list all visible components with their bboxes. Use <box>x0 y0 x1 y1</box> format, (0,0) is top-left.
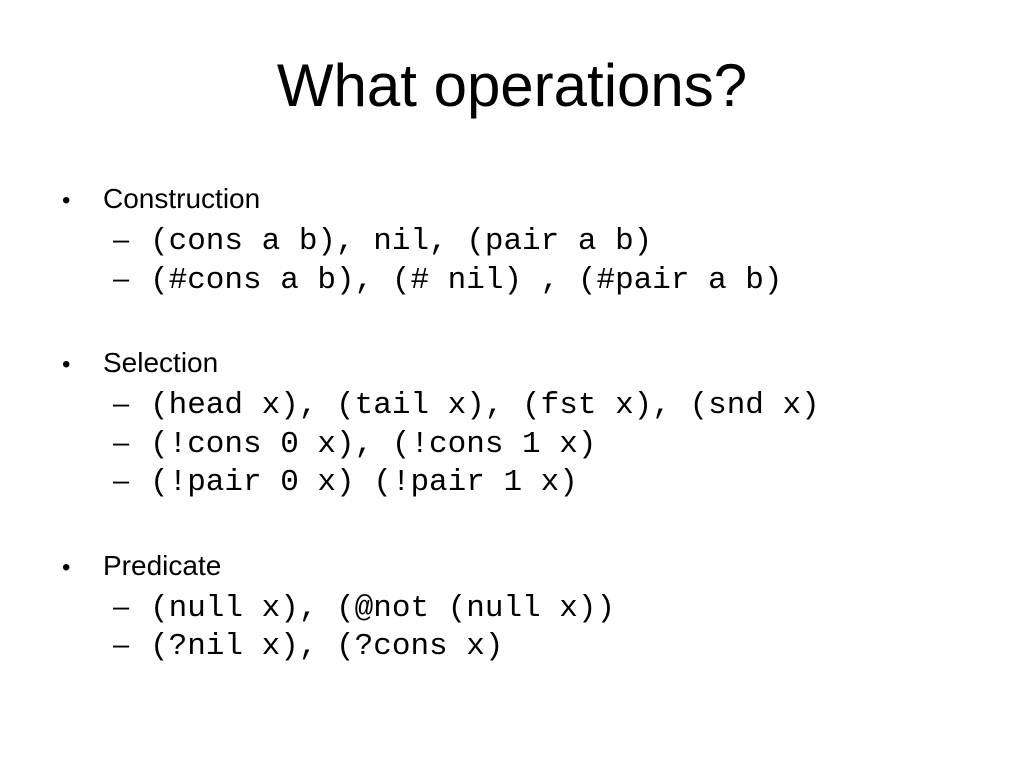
dash-icon: – <box>113 388 130 420</box>
dash-icon: – <box>113 426 130 459</box>
bullet-item-selection: • Selection <box>0 342 1024 386</box>
bullet-icon: • <box>62 351 71 378</box>
code-text: (!cons 0 x), (!cons 1 x) <box>150 426 597 462</box>
sub-bullet-item: –(#cons a b), (# nil) , (#pair a b) <box>0 261 1024 300</box>
section-selection: •Selection –(head x), (tail x), (fst x),… <box>0 342 1024 502</box>
bullet-item-construction: • Construction <box>0 178 1024 222</box>
bullet-icon: • <box>62 187 71 214</box>
dash-icon: – <box>113 262 130 295</box>
sub-bullet-item: –(head x), (tail x), (fst x), (snd x) <box>0 386 1024 425</box>
code-text: (!pair 0 x) (!pair 1 x) <box>150 465 578 500</box>
bullet-item-predicate: • Predicate <box>0 545 1024 589</box>
section-label-construction: Construction <box>103 183 261 214</box>
sub-bullet-item: –(?nil x), (?cons x) <box>0 627 1024 666</box>
dash-icon: – <box>113 224 130 256</box>
section-label-selection: Selection <box>103 347 219 378</box>
section-label-predicate: Predicate <box>103 549 222 581</box>
sub-bullet-item: –(cons a b), nil, (pair a b) <box>0 222 1024 261</box>
bullet-icon: • <box>62 553 71 581</box>
code-text: (#cons a b), (# nil) , (#pair a b) <box>150 262 783 298</box>
dash-icon: – <box>113 465 130 497</box>
sub-bullet-item: –(!pair 0 x) (!pair 1 x) <box>0 463 1024 502</box>
dash-icon: – <box>113 629 130 661</box>
sub-bullet-item: –(!cons 0 x), (!cons 1 x) <box>0 425 1024 464</box>
code-text: (cons a b), nil, (pair a b) <box>150 224 653 259</box>
slide-body: •Construction –(cons a b), nil, (pair a … <box>0 178 1024 709</box>
sub-bullet-item: –(null x), (@not (null x)) <box>0 589 1024 628</box>
code-text: (null x), (@not (null x)) <box>150 590 616 626</box>
code-text: (?nil x), (?cons x) <box>150 629 504 664</box>
code-text: (head x), (tail x), (fst x), (snd x) <box>150 388 820 423</box>
section-predicate: • Predicate –(null x), (@not (null x)) –(… <box>0 545 1024 666</box>
dash-icon: – <box>113 590 130 623</box>
section-construction: • Construction –(cons a b), nil, (pair a … <box>0 178 1024 299</box>
slide-title: What operations? <box>276 52 748 119</box>
